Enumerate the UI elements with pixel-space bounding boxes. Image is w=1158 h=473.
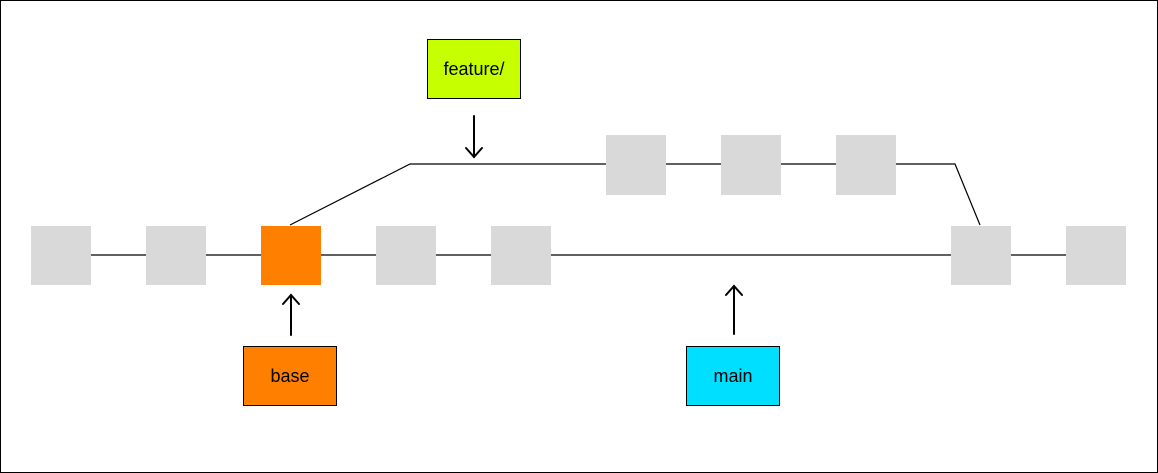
main-commit (146, 226, 206, 285)
feature-commit (606, 135, 666, 195)
feature-arrow (465, 115, 483, 159)
main-commit (1066, 226, 1126, 285)
main-arrow (725, 284, 743, 335)
base-commit (261, 226, 321, 285)
main-label-text: main (713, 365, 753, 386)
base-arrow (282, 293, 300, 336)
main-commit (31, 226, 91, 285)
feature-label: feature/ (427, 39, 521, 99)
feature-label-text: feature/ (443, 58, 505, 79)
main-label: main (686, 346, 780, 406)
feature-commit (721, 135, 781, 195)
merge-commit (951, 226, 1011, 285)
base-label: base (243, 346, 337, 406)
main-commit (491, 226, 551, 285)
main-commit (376, 226, 436, 285)
base-label-text: base (270, 365, 310, 386)
feature-commit (836, 135, 896, 195)
feature-branch-line (289, 163, 981, 226)
